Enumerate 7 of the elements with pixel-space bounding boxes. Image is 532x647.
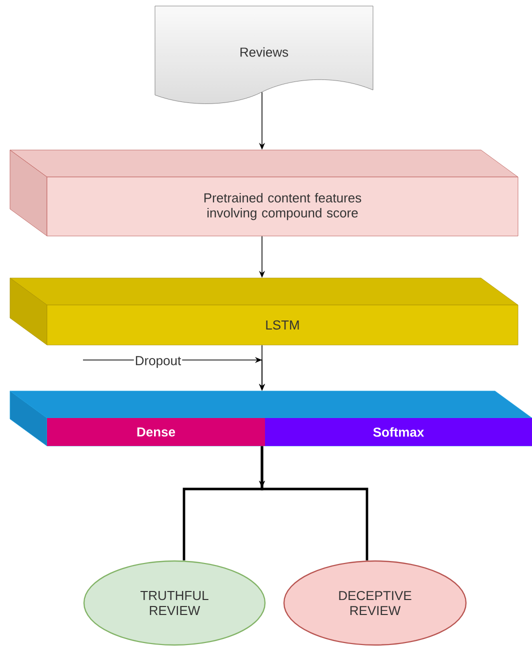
layer-block: LSTM [10, 278, 518, 346]
output-oval: DECEPTIVE REVIEW [283, 560, 467, 646]
layer-segment: Dense [47, 418, 265, 446]
output-oval: TRUTHFUL REVIEW [83, 560, 266, 646]
edge-label: Dropout [134, 355, 182, 369]
layer-segment: Softmax [265, 418, 532, 446]
layer-block: Pretrained content features involving compound score [10, 150, 518, 236]
